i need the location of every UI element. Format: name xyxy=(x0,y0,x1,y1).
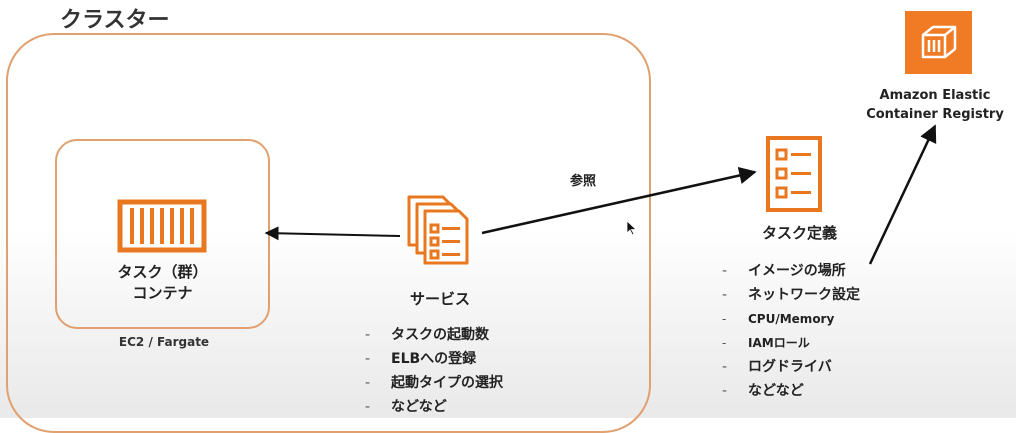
service-to-taskdef-arrow xyxy=(481,166,757,235)
task-group-label-line2: コンテナ xyxy=(132,284,193,302)
list-item: IAMロール xyxy=(722,331,860,355)
task-definition-list: イメージの場所 ネットワーク設定 CPU/Memory IAMロール ログドライ… xyxy=(722,259,860,403)
taskdef-to-ecr-arrow xyxy=(868,124,937,265)
list-item: イメージの場所 xyxy=(722,259,860,283)
list-item: などなど xyxy=(722,379,860,403)
list-item: ログドライバ xyxy=(722,355,860,379)
stacked-documents-icon xyxy=(407,195,469,265)
checklist-icon xyxy=(766,136,822,212)
list-item: CPU/Memory xyxy=(722,307,860,331)
list-item: タスクの起動数 xyxy=(365,323,503,347)
ecr-label: Amazon Elastic Container Registry xyxy=(850,86,1016,124)
reference-label: 参照 xyxy=(570,174,597,189)
list-item: ELBへの登録 xyxy=(365,347,503,371)
task-group-label-line1: タスク（群） xyxy=(117,263,208,281)
list-item: 起動タイプの選択 xyxy=(365,371,503,395)
ecr-label-line1: Amazon Elastic xyxy=(879,88,991,103)
connector-arrows xyxy=(264,124,937,265)
service-feature-list: タスクの起動数 ELBへの登録 起動タイプの選択 などなど xyxy=(365,323,503,419)
ecr-label-line2: Container Registry xyxy=(866,107,1004,122)
ecr-repository-icon xyxy=(905,11,972,74)
launch-type-label: EC2 / Fargate xyxy=(118,335,210,349)
task-definition-label: タスク定義 xyxy=(761,224,837,242)
service-to-task-arrow xyxy=(264,226,401,241)
task-group-label: タスク（群） コンテナ xyxy=(55,262,270,304)
service-label: サービス xyxy=(409,290,470,308)
mouse-pointer-icon xyxy=(626,220,638,236)
cluster-title: クラスター xyxy=(60,8,170,33)
list-item: ネットワーク設定 xyxy=(722,283,860,307)
container-icon xyxy=(117,199,207,253)
list-item: などなど xyxy=(365,395,503,419)
